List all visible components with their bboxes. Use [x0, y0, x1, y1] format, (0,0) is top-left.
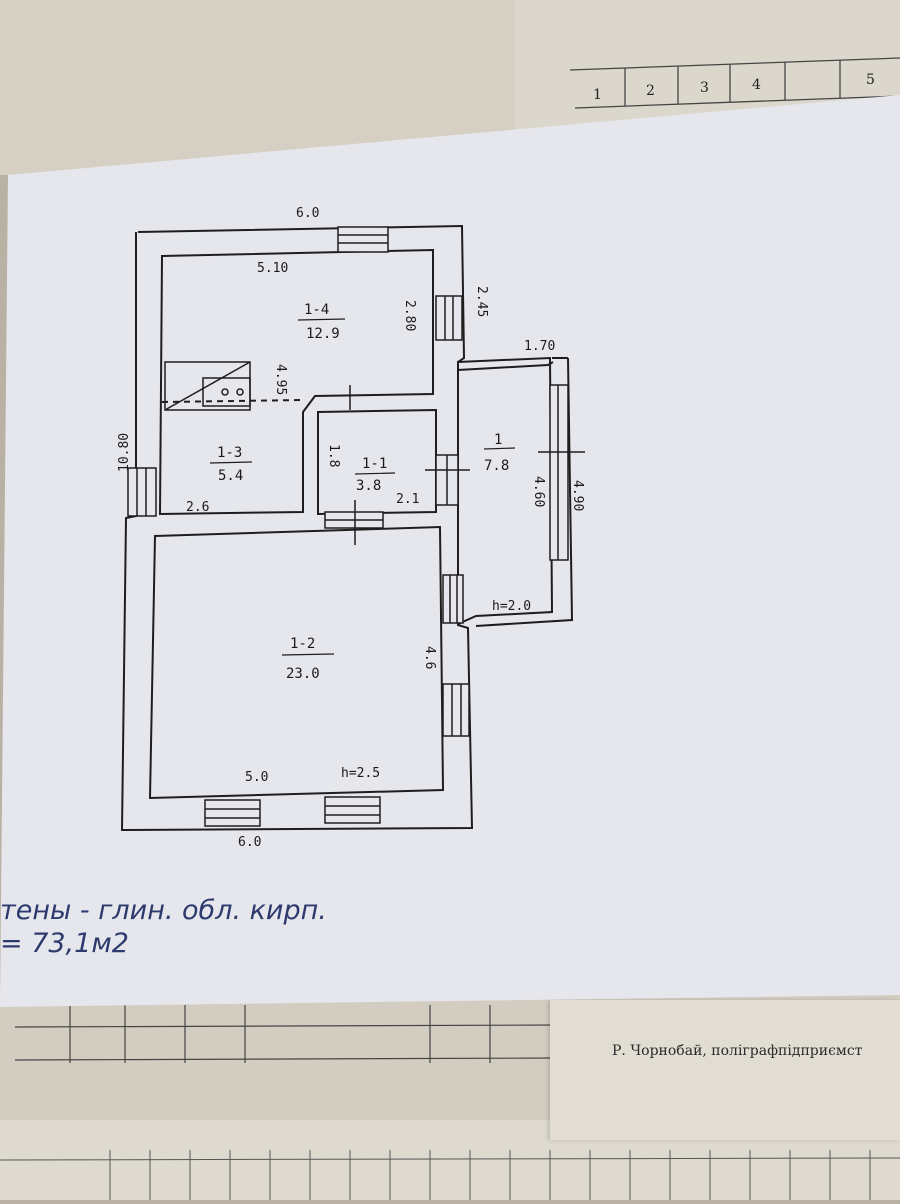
- floor-plan-sheet: [0, 95, 900, 1007]
- window-bottom-2: [324, 796, 381, 824]
- background-sheet-lower-grid: [0, 1120, 900, 1200]
- dim-outer-top: 6.0: [296, 206, 319, 221]
- window-right-1-4: [435, 295, 463, 341]
- room-1-id: 1: [494, 432, 502, 448]
- handwritten-area-note: = 73,1м2: [0, 928, 129, 959]
- dim-room1-top: 1.70: [524, 339, 555, 354]
- room-1-2-label: 1-2 23.0: [281, 636, 335, 682]
- dim-room13-width: 2.6: [186, 500, 209, 515]
- bottom-grid-lines: [14, 1005, 561, 1063]
- dim-right-wall: 2.45: [474, 286, 489, 317]
- room-1-area: 7.8: [484, 458, 509, 474]
- room-1-1-area: 3.8: [356, 478, 381, 494]
- dim-outer-bottom: 6.0: [238, 835, 261, 850]
- window-bottom-1: [204, 799, 261, 827]
- outer-wall: [120, 224, 474, 832]
- room-1-4-label: 1-4 12.9: [297, 302, 346, 342]
- dim-room14-left: 4.95: [273, 364, 288, 395]
- stove: [164, 361, 251, 411]
- windows: [127, 226, 569, 827]
- dim-room1-inner: 4.60: [531, 476, 546, 507]
- window-top: [337, 226, 389, 253]
- room-1-2-area: 23.0: [286, 666, 320, 682]
- stamp-sheet: [550, 1000, 900, 1140]
- top-grid-number-4: 4: [752, 77, 761, 93]
- dim-room12-width: 5.0: [245, 770, 268, 785]
- top-grid-number-1: 1: [593, 87, 602, 103]
- window-right-1-2-b: [442, 683, 470, 737]
- room-1-3-label: 1-3 5.4: [209, 445, 253, 484]
- dim-outer-height: 10.80: [117, 433, 132, 472]
- dim-room1-ceiling: h=2.0: [492, 599, 531, 614]
- dim-room14-width: 5.10: [257, 261, 288, 276]
- room-1-2-outline: [148, 525, 445, 800]
- top-grid-number-3: 3: [700, 80, 709, 96]
- room-1-3-id: 1-3: [217, 445, 242, 461]
- room-1-4-outline: [158, 248, 434, 516]
- room-1-1-label: 1-1 3.8: [354, 456, 396, 494]
- window-veranda: [549, 384, 569, 561]
- room-1-2-id: 1-2: [290, 636, 315, 652]
- room-1-1-id: 1-1: [362, 456, 387, 472]
- window-left-1-3: [127, 467, 157, 517]
- top-grid-number-5: 5: [866, 72, 875, 88]
- room-1-label: 1 7.8: [483, 432, 516, 474]
- printer-stamp-text: Р. Чорнобай, поліграфпідприємст: [612, 1043, 863, 1059]
- room-1-1-outline: [317, 408, 437, 516]
- window-right-1-2-a: [442, 574, 464, 624]
- dim-room11-width: 2.1: [396, 492, 419, 507]
- top-grid-number-2: 2: [646, 83, 655, 99]
- dim-room12-ceiling: h=2.5: [341, 766, 380, 781]
- dim-room11-height: 1.8: [326, 444, 341, 467]
- room-1-3-area: 5.4: [218, 468, 243, 484]
- dim-room14-height: 2.80: [402, 300, 417, 331]
- room-1-4-id: 1-4: [304, 302, 329, 318]
- room-1-4-area: 12.9: [306, 326, 340, 342]
- dim-room12-right: 4.6: [422, 646, 437, 669]
- top-grid-lines: [569, 57, 900, 109]
- dim-room1-outer: 4.90: [570, 480, 585, 511]
- handwritten-walls-note: тены - глин. обл. кирп.: [0, 895, 327, 926]
- lower-grid-lines: [0, 1150, 900, 1200]
